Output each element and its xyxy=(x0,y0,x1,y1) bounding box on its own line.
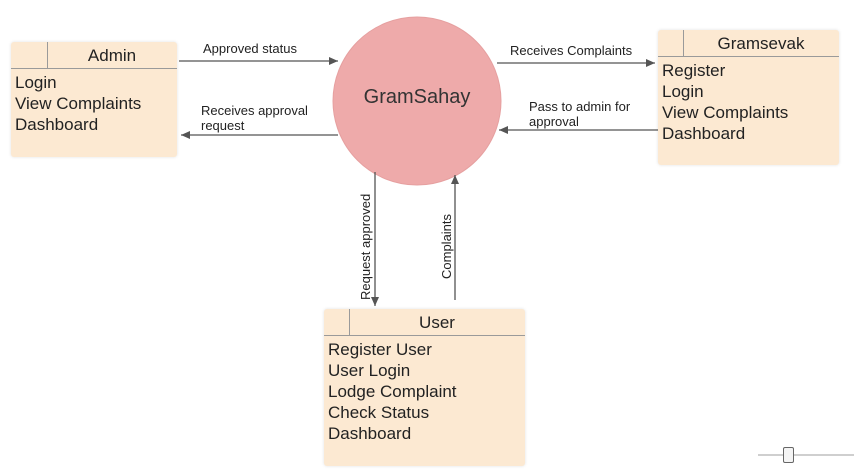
entity-item: Login xyxy=(15,73,57,92)
entity-items: Login View Complaints Dashboard xyxy=(11,69,177,135)
header-divider xyxy=(683,30,684,56)
flow-label-approved-status: Approved status xyxy=(203,41,297,56)
entity-item: Dashboard xyxy=(662,124,746,143)
entity-item: Lodge Complaint xyxy=(328,382,457,401)
entity-title: Gramsevak xyxy=(717,34,805,53)
zoom-slider-thumb[interactable] xyxy=(783,447,794,463)
entity-item: User Login xyxy=(328,361,411,380)
entity-item: Register User xyxy=(328,340,432,359)
entity-header: Admin xyxy=(11,42,177,69)
flow-label-line: Pass to admin for xyxy=(529,99,631,114)
entity-header: User xyxy=(324,309,525,336)
entity-title: User xyxy=(419,313,455,332)
process-circle[interactable] xyxy=(332,16,502,186)
flow-label-line: request xyxy=(201,118,245,133)
flow-label-complaints: Complaints xyxy=(439,213,454,279)
entity-item: Dashboard xyxy=(328,424,412,443)
entity-admin[interactable]: Admin Login View Complaints Dashboard xyxy=(11,42,177,157)
entity-item: Dashboard xyxy=(15,115,99,134)
entity-item: View Complaints xyxy=(662,103,789,122)
entity-title: Admin xyxy=(87,46,137,65)
entity-item: Check Status xyxy=(328,403,430,422)
process-name: GramSahay xyxy=(363,86,471,108)
entity-header: Gramsevak xyxy=(658,30,839,57)
flow-label-line: Receives approval xyxy=(201,103,308,118)
flow-label-request-approved: Request approved xyxy=(358,193,373,300)
entity-item: Register xyxy=(662,61,726,80)
flow-label-receives-complaints: Receives Complaints xyxy=(510,43,633,58)
entity-gramsevak[interactable]: Gramsevak Register Login View Complaints… xyxy=(658,30,839,165)
entity-items: Register Login View Complaints Dashboard xyxy=(658,57,839,144)
entity-user[interactable]: User Register User User Login Lodge Comp… xyxy=(324,309,525,466)
header-divider xyxy=(47,42,48,68)
entity-item: View Complaints xyxy=(15,94,142,113)
header-divider xyxy=(349,309,350,335)
flow-label-receives-approval: Receives approval request xyxy=(201,103,308,133)
flow-label-line: approval xyxy=(529,114,579,129)
zoom-slider[interactable] xyxy=(758,445,854,465)
entity-item: Login xyxy=(662,82,704,101)
zoom-slider-track[interactable] xyxy=(758,454,854,456)
entity-items: Register User User Login Lodge Complaint… xyxy=(324,336,525,444)
flow-label-pass-to-admin: Pass to admin for approval xyxy=(529,99,630,129)
